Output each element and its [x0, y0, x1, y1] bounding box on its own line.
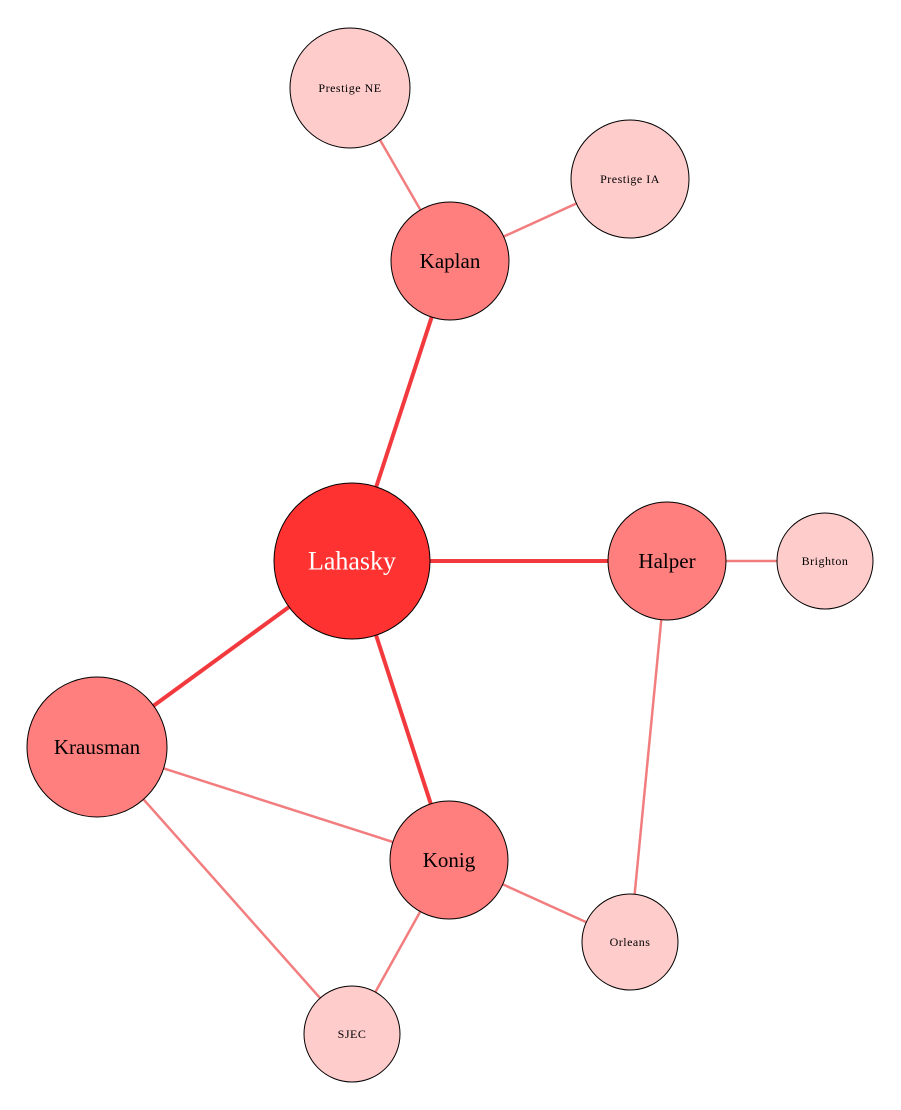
node-label-halper: Halper — [638, 549, 695, 573]
node-circle-lahasky — [273, 482, 431, 640]
node-circle-prestige-ia — [570, 119, 690, 239]
node-label-krausman: Krausman — [54, 735, 141, 759]
node-circle-orleans — [581, 893, 679, 991]
node-prestige-ia[interactable]: Prestige IA — [570, 119, 690, 239]
node-circle-halper — [607, 501, 727, 621]
node-circle-krausman — [26, 676, 168, 818]
node-label-prestige-ne: Prestige NE — [318, 81, 381, 95]
node-brighton[interactable]: Brighton — [776, 512, 874, 610]
node-label-konig: Konig — [423, 848, 476, 872]
node-label-brighton: Brighton — [802, 554, 849, 568]
node-konig[interactable]: Konig — [389, 800, 509, 920]
node-sjec[interactable]: SJEC — [303, 985, 401, 1083]
node-krausman[interactable]: Krausman — [26, 676, 168, 818]
node-label-orleans: Orleans — [610, 935, 651, 949]
node-kaplan[interactable]: Kaplan — [390, 201, 510, 321]
node-circle-prestige-ne — [289, 27, 411, 149]
node-label-kaplan: Kaplan — [420, 249, 481, 273]
node-lahasky[interactable]: Lahasky — [273, 482, 431, 640]
node-label-sjec: SJEC — [338, 1027, 367, 1041]
node-circle-kaplan — [390, 201, 510, 321]
node-circle-konig — [389, 800, 509, 920]
node-circle-brighton — [776, 512, 874, 610]
node-circle-sjec — [303, 985, 401, 1083]
node-label-lahasky: Lahasky — [308, 547, 396, 576]
node-prestige-ne[interactable]: Prestige NE — [289, 27, 411, 149]
node-label-prestige-ia: Prestige IA — [600, 172, 660, 186]
edge-halper-orleans — [628, 560, 669, 943]
node-halper[interactable]: Halper — [607, 501, 727, 621]
node-orleans[interactable]: Orleans — [581, 893, 679, 991]
